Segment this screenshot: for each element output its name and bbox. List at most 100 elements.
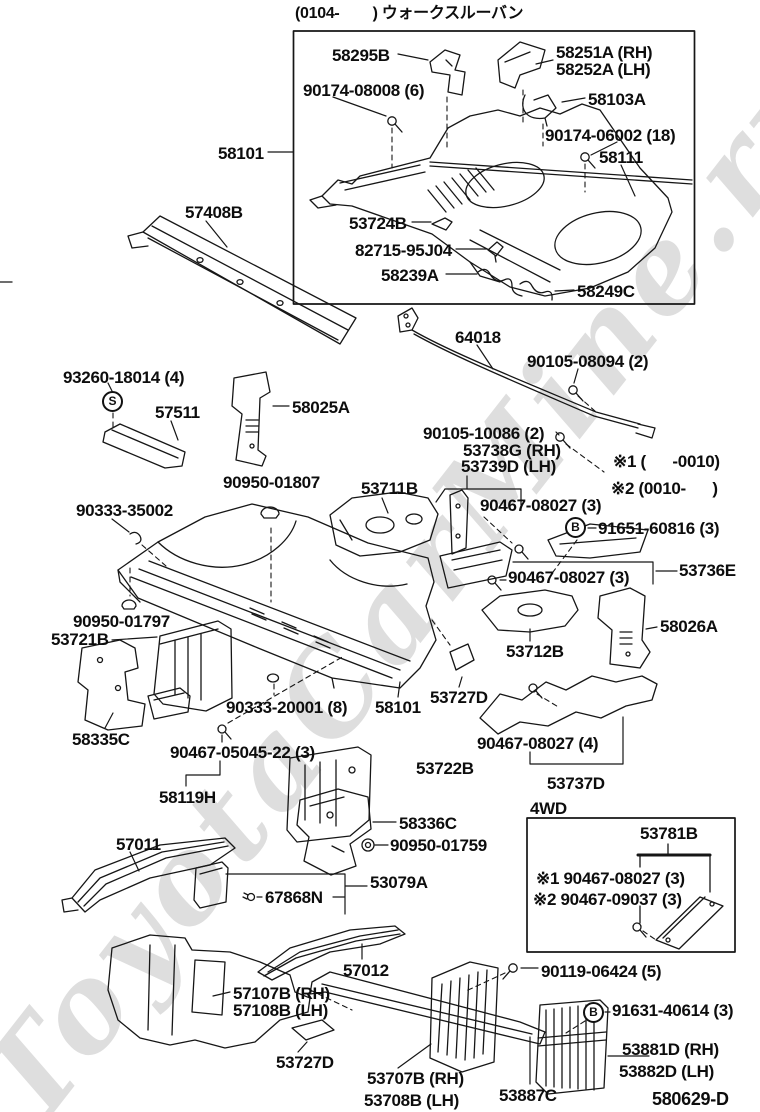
leader-lines (104, 53, 678, 1085)
part-label-58252a: 58252A (LH) (556, 60, 651, 79)
part-label-90467-08027-3b: 90467-08027 (3) (508, 568, 630, 587)
panel-58025a (231, 371, 271, 467)
bracket-58336c (296, 788, 372, 876)
part-label-90333-35002: 90333-35002 (76, 501, 173, 520)
panel-53722b (286, 746, 372, 843)
part-label-93260-18014: 93260-18014 (4) (63, 368, 185, 387)
bracket-58119h (147, 687, 191, 720)
note-4wd-star1: ※1 90467-08027 (3) (536, 869, 685, 888)
strip-53887c (309, 971, 546, 1045)
part-label-90950-01759: 90950-01759 (390, 836, 487, 855)
note-star1: ※1 ( -0010) (613, 452, 720, 471)
panel-53707b (429, 961, 499, 1073)
part-label-58026a: 58026A (660, 617, 718, 636)
part-label-90467-05045: 90467-05045-22 (3) (170, 743, 315, 762)
part-label-57408b: 57408B (185, 203, 243, 222)
part-label-57107b: 57107B (RH) (233, 984, 330, 1003)
part-label-58111: 58111 (599, 148, 643, 167)
part-label-90105-08094: 90105-08094 (2) (527, 352, 649, 371)
retainer-58239a (477, 268, 523, 297)
part-label-53882d: 53882D (LH) (619, 1062, 714, 1081)
part-label-58101-box: 58101 (218, 144, 264, 163)
panels-53736e (439, 523, 649, 589)
part-label-57511: 57511 (155, 403, 200, 422)
part-label-90119-06424: 90119-06424 (5) (541, 962, 662, 981)
grommet-90950-01797 (121, 599, 137, 610)
part-label-90950-01797: 90950-01797 (73, 612, 170, 631)
part-label-90333-20001: 90333-20001 (8) (226, 698, 348, 717)
part-label-53079a: 53079A (370, 873, 428, 892)
bracket-53711b (329, 491, 439, 557)
part-label-53712b: 53712B (506, 642, 564, 661)
rail-57011 (61, 837, 236, 913)
main-floor-pan (117, 503, 437, 689)
panel-53881d (535, 999, 609, 1095)
rail-57511 (102, 423, 186, 469)
panel-58026a (597, 587, 651, 669)
part-label-53721b: 53721B (51, 630, 109, 649)
part-label-58101-main: 58101 (375, 698, 421, 717)
part-label-58336c: 58336C (399, 814, 457, 833)
crossmember-57408b (127, 215, 357, 345)
part-label-91631-40614: 91631-40614 (3) (612, 1001, 734, 1020)
part-label-53722b: 53722B (416, 759, 474, 778)
strip-53738 (449, 489, 469, 555)
bracket-53721b (153, 620, 233, 712)
clip-82715 (487, 241, 504, 263)
bracket-58251a (497, 41, 546, 89)
part-label-53881d: 53881D (RH) (622, 1040, 719, 1059)
note-star2: ※2 (0010- ) (611, 479, 718, 498)
clip-53724b (431, 217, 453, 231)
part-label-58239a: 58239A (381, 266, 439, 285)
dashed-guide-lines (112, 89, 657, 1034)
screw-67868n (246, 892, 256, 902)
bracket-57107b (107, 934, 311, 1049)
note-4wd-star2: ※2 90467-09037 (3) (533, 890, 682, 909)
part-label-91651-60816: 91651-60816 (3) (598, 519, 720, 538)
clamp-58103a (522, 94, 557, 127)
section-label-4wd: 4WD (530, 799, 567, 818)
rail-57012 (257, 925, 406, 981)
retainer-58249c (519, 280, 553, 301)
part-label-57011: 57011 (116, 835, 161, 854)
part-label-58251a: 58251A (RH) (556, 43, 653, 62)
part-label-57012: 57012 (343, 961, 389, 980)
part-label-90950-01807: 90950-01807 (223, 473, 320, 492)
part-label-53781b: 53781B (640, 824, 698, 843)
part-label-90174-08008: 90174-08008 (6) (303, 81, 425, 100)
part-label-58335c: 58335C (72, 730, 130, 749)
part-label-58025a: 58025A (292, 398, 350, 417)
grommet-90950-01807 (260, 506, 280, 519)
part-label-53727d-mid: 53727D (430, 688, 488, 707)
part-label-90467-08027-3a: 90467-08027 (3) (480, 496, 602, 515)
circled-s-icon: S (102, 391, 123, 412)
four-wd-box (526, 817, 736, 953)
top-assembly-box (292, 30, 696, 305)
header-production-note: (0104- ) ウォークスルーバン (295, 5, 524, 22)
bracket-53712b (481, 589, 579, 633)
pad-53727d-bottom (291, 1019, 335, 1041)
circled-b-icon: B (565, 517, 586, 538)
part-label-53708b: 53708B (LH) (364, 1091, 459, 1110)
part-label-53727d-bottom: 53727D (276, 1053, 334, 1072)
part-label-58103a: 58103A (588, 90, 646, 109)
part-label-53736e: 53736E (679, 561, 736, 580)
part-label-53737d: 53737D (547, 774, 605, 793)
bracket-58335c (77, 639, 146, 731)
part-label-58249c: 58249C (577, 282, 635, 301)
bracket-53737d (479, 675, 658, 735)
grommet-90333-20001 (266, 673, 280, 683)
grommet-90950-01759 (361, 838, 375, 852)
part-label-53711b: 53711B (361, 479, 418, 498)
panel-53079a (193, 861, 229, 909)
clip-90333-35002 (129, 531, 142, 545)
part-label-90174-06002: 90174-06002 (18) (545, 126, 676, 145)
part-label-53738g: 53738G (RH) (463, 441, 561, 460)
part-label-53887c: 53887C (499, 1086, 557, 1105)
part-label-82715-95j04: 82715-95J04 (355, 241, 452, 260)
part-label-53707b: 53707B (RH) (367, 1069, 464, 1088)
part-label-58119h: 58119H (159, 788, 216, 807)
part-label-64018: 64018 (455, 328, 501, 347)
